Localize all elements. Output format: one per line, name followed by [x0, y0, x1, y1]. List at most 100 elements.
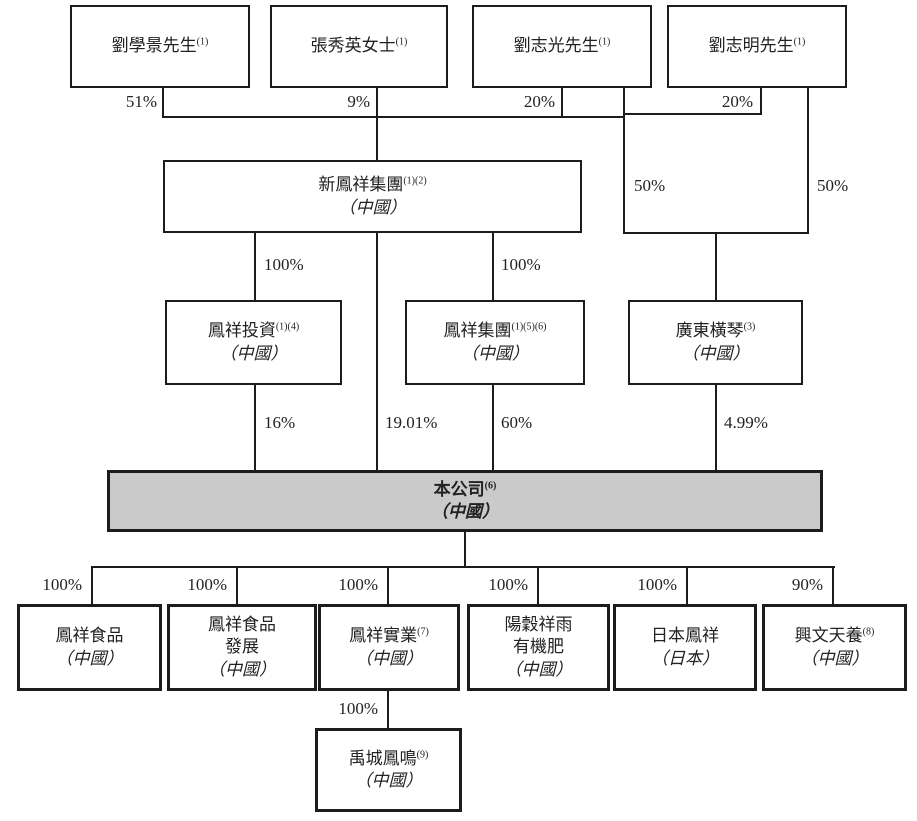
connector-line: [236, 568, 238, 604]
node-location: （中國）: [219, 343, 288, 363]
pct-label-19-01: 19.01%: [385, 413, 438, 432]
connector-line: [162, 88, 164, 118]
connector-line: [376, 88, 378, 160]
node-fengxiang-food: 鳳祥食品 （中國）: [17, 604, 162, 691]
node-location: （中國）: [208, 659, 276, 679]
pct-label-51: 51%: [125, 92, 157, 111]
node-xin-fengxiang-group: 新鳳祥集團(1)(2) （中國）: [163, 160, 582, 233]
node-japan-fengxiang: 日本鳳祥 （日本）: [613, 604, 757, 691]
footnote-marker: (9): [416, 749, 429, 761]
connector-line: [760, 88, 762, 115]
node-location: （日本）: [651, 648, 719, 668]
footnote-marker: (7): [417, 626, 429, 638]
pct-label-100-investment: 100%: [264, 255, 304, 274]
node-location: （中國）: [431, 502, 499, 521]
connector-line: [254, 385, 256, 470]
pct-label-sub-2: 100%: [187, 575, 227, 594]
pct-label-9: 9%: [347, 92, 370, 111]
node-label: 劉學景先生(1): [111, 36, 209, 56]
connector-line: [715, 234, 717, 300]
node-location: （中國）: [461, 343, 529, 363]
node-xingwen-tianyang: 興文天養(8) （中國）: [762, 604, 907, 691]
connector-line: [492, 385, 494, 470]
node-fengxiang-investment: 鳳祥投資(1)(4) （中國）: [165, 300, 342, 385]
node-label: 鳳祥食品: [208, 615, 276, 635]
node-location: （中國）: [354, 771, 423, 790]
pct-label-sub-5: 100%: [637, 575, 677, 594]
node-company: 本公司(6) （中國）: [107, 470, 823, 532]
node-fengxiang-industry: 鳳祥實業(7) （中國）: [318, 604, 460, 691]
pct-label-20-b: 20%: [721, 92, 753, 111]
connector-line: [387, 691, 389, 728]
connector-line: [387, 568, 389, 604]
pct-label-yucheng: 100%: [338, 699, 378, 718]
node-label-line2: 發展: [225, 637, 259, 657]
node-label: 鳳祥食品: [55, 626, 124, 646]
pct-label-50-right: 50%: [817, 176, 849, 195]
node-liu-zhiguang: 劉志光先生(1): [472, 5, 652, 88]
footnote-marker: (1)(5)(6): [511, 321, 547, 333]
connector-line: [715, 385, 717, 470]
pct-label-sub-6: 90%: [791, 575, 823, 594]
node-guangdong-hengqin: 廣東橫琴(3) （中國）: [628, 300, 803, 385]
node-label-line2: 有機肥: [513, 637, 564, 657]
connector-line: [91, 568, 93, 604]
footnote-marker: (1): [395, 36, 408, 48]
node-location: （中國）: [504, 659, 573, 679]
node-location: （中國）: [800, 648, 869, 668]
connector-line: [254, 233, 256, 300]
connector-line: [537, 568, 539, 604]
node-label: 陽穀祥雨: [504, 615, 573, 635]
node-label: 興文天養(8): [794, 626, 875, 646]
pct-label-60: 60%: [501, 413, 533, 432]
connector-line: [91, 566, 835, 568]
connector-line: [832, 568, 834, 604]
node-location: （中國）: [55, 648, 124, 668]
node-location: （中國）: [338, 197, 407, 217]
pct-label-sub-4: 100%: [488, 575, 528, 594]
connector-line: [464, 532, 466, 568]
node-label: 日本鳳祥: [651, 626, 719, 646]
node-liu-xuejing: 劉學景先生(1): [70, 5, 250, 88]
node-label: 本公司(6): [433, 479, 497, 499]
connector-line: [623, 87, 625, 234]
node-fengxiang-food-development: 鳳祥食品 發展 （中國）: [167, 604, 317, 691]
connector-line: [561, 88, 563, 118]
connector-line: [686, 568, 688, 604]
node-zhang-xiuying: 張秀英女士(1): [270, 5, 448, 88]
footnote-marker: (1)(2): [403, 175, 427, 187]
node-label: 劉志光先生(1): [513, 36, 611, 56]
node-fengxiang-group: 鳳祥集團(1)(5)(6) （中國）: [405, 300, 585, 385]
node-label: 廣東橫琴(3): [675, 321, 756, 341]
footnote-marker: (1): [598, 36, 611, 48]
pct-label-100-group: 100%: [501, 255, 541, 274]
footnote-marker: (3): [743, 321, 756, 333]
node-label: 新鳳祥集團(1)(2): [318, 175, 427, 195]
node-yucheng-fengming: 禹城鳳鳴(9) （中國）: [315, 728, 462, 812]
pct-label-sub-3: 100%: [338, 575, 378, 594]
node-liu-zhiming: 劉志明先生(1): [667, 5, 847, 88]
footnote-marker: (1)(4): [275, 321, 300, 333]
pct-label-sub-1: 100%: [42, 575, 82, 594]
node-label: 張秀英女士(1): [310, 36, 408, 56]
pct-label-16: 16%: [264, 413, 296, 432]
pct-label-50-left: 50%: [634, 176, 666, 195]
node-label: 禹城鳳鳴(9): [348, 748, 429, 768]
node-yanggu-xiangyu-organic-fertilizer: 陽穀祥雨 有機肥 （中國）: [467, 604, 610, 691]
footnote-marker: (1): [196, 36, 209, 48]
node-label: 劉志明先生(1): [708, 36, 806, 56]
pct-label-20-a: 20%: [523, 92, 555, 111]
node-location: （中國）: [355, 648, 423, 668]
footnote-marker: (8): [862, 626, 875, 638]
connector-line: [807, 87, 809, 234]
connector-line: [623, 113, 762, 115]
connector-line: [376, 233, 378, 470]
pct-label-4-99: 4.99%: [724, 413, 768, 432]
footnote-marker: (6): [484, 480, 497, 492]
connector-line: [492, 233, 494, 300]
connector-line: [162, 116, 625, 118]
connector-line: [623, 232, 809, 234]
node-location: （中國）: [681, 343, 750, 363]
footnote-marker: (1): [793, 36, 806, 48]
